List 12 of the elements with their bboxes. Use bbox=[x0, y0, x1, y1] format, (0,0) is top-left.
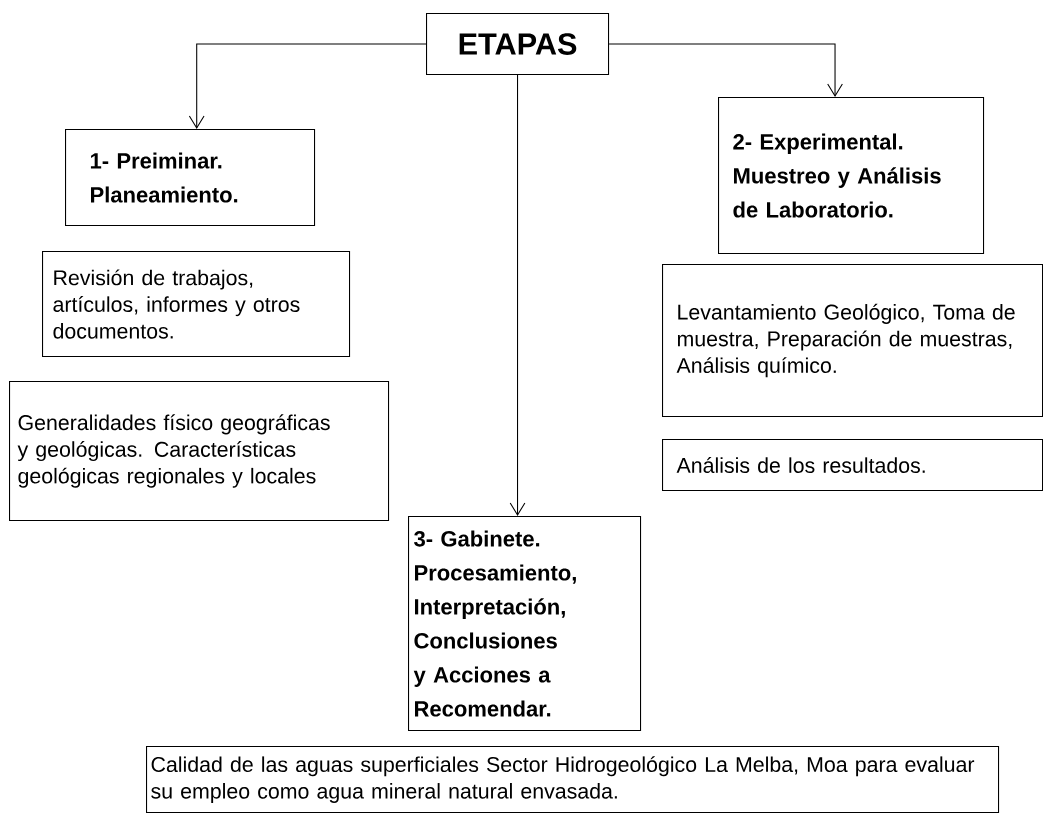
arrow bbox=[188, 43, 427, 129]
text-box: Análisis de los resultados. bbox=[662, 439, 1043, 492]
text-box: Generalidades físico geográficas y geológicas. Características geológicas regionales y locales bbox=[9, 381, 390, 522]
text-box: Levantamiento Geológico, Toma de muestra, Preparación de muestras, Análisis químico. bbox=[662, 264, 1043, 418]
arrow bbox=[509, 74, 526, 516]
stage-box: 2- Experimental. Muestreo y Análisis de Laboratorio. bbox=[718, 97, 985, 255]
stage-box: 1- Preiminar. Planeamiento. bbox=[65, 129, 316, 227]
title-box: ETAPAS bbox=[426, 13, 610, 76]
arrow bbox=[608, 43, 843, 97]
text-box: Revisión de trabajos, artículos, informes y otros documentos. bbox=[42, 251, 351, 358]
text-box: Calidad de las aguas superficiales Sector Hidrogeológico La Melba, Moa para evaluar su empleo como agua mineral natural envasada. bbox=[146, 746, 1000, 814]
stage-box: 3- Gabinete. Procesamiento, Interpretación, Conclusiones y Acciones a Recomendar. bbox=[408, 516, 642, 732]
